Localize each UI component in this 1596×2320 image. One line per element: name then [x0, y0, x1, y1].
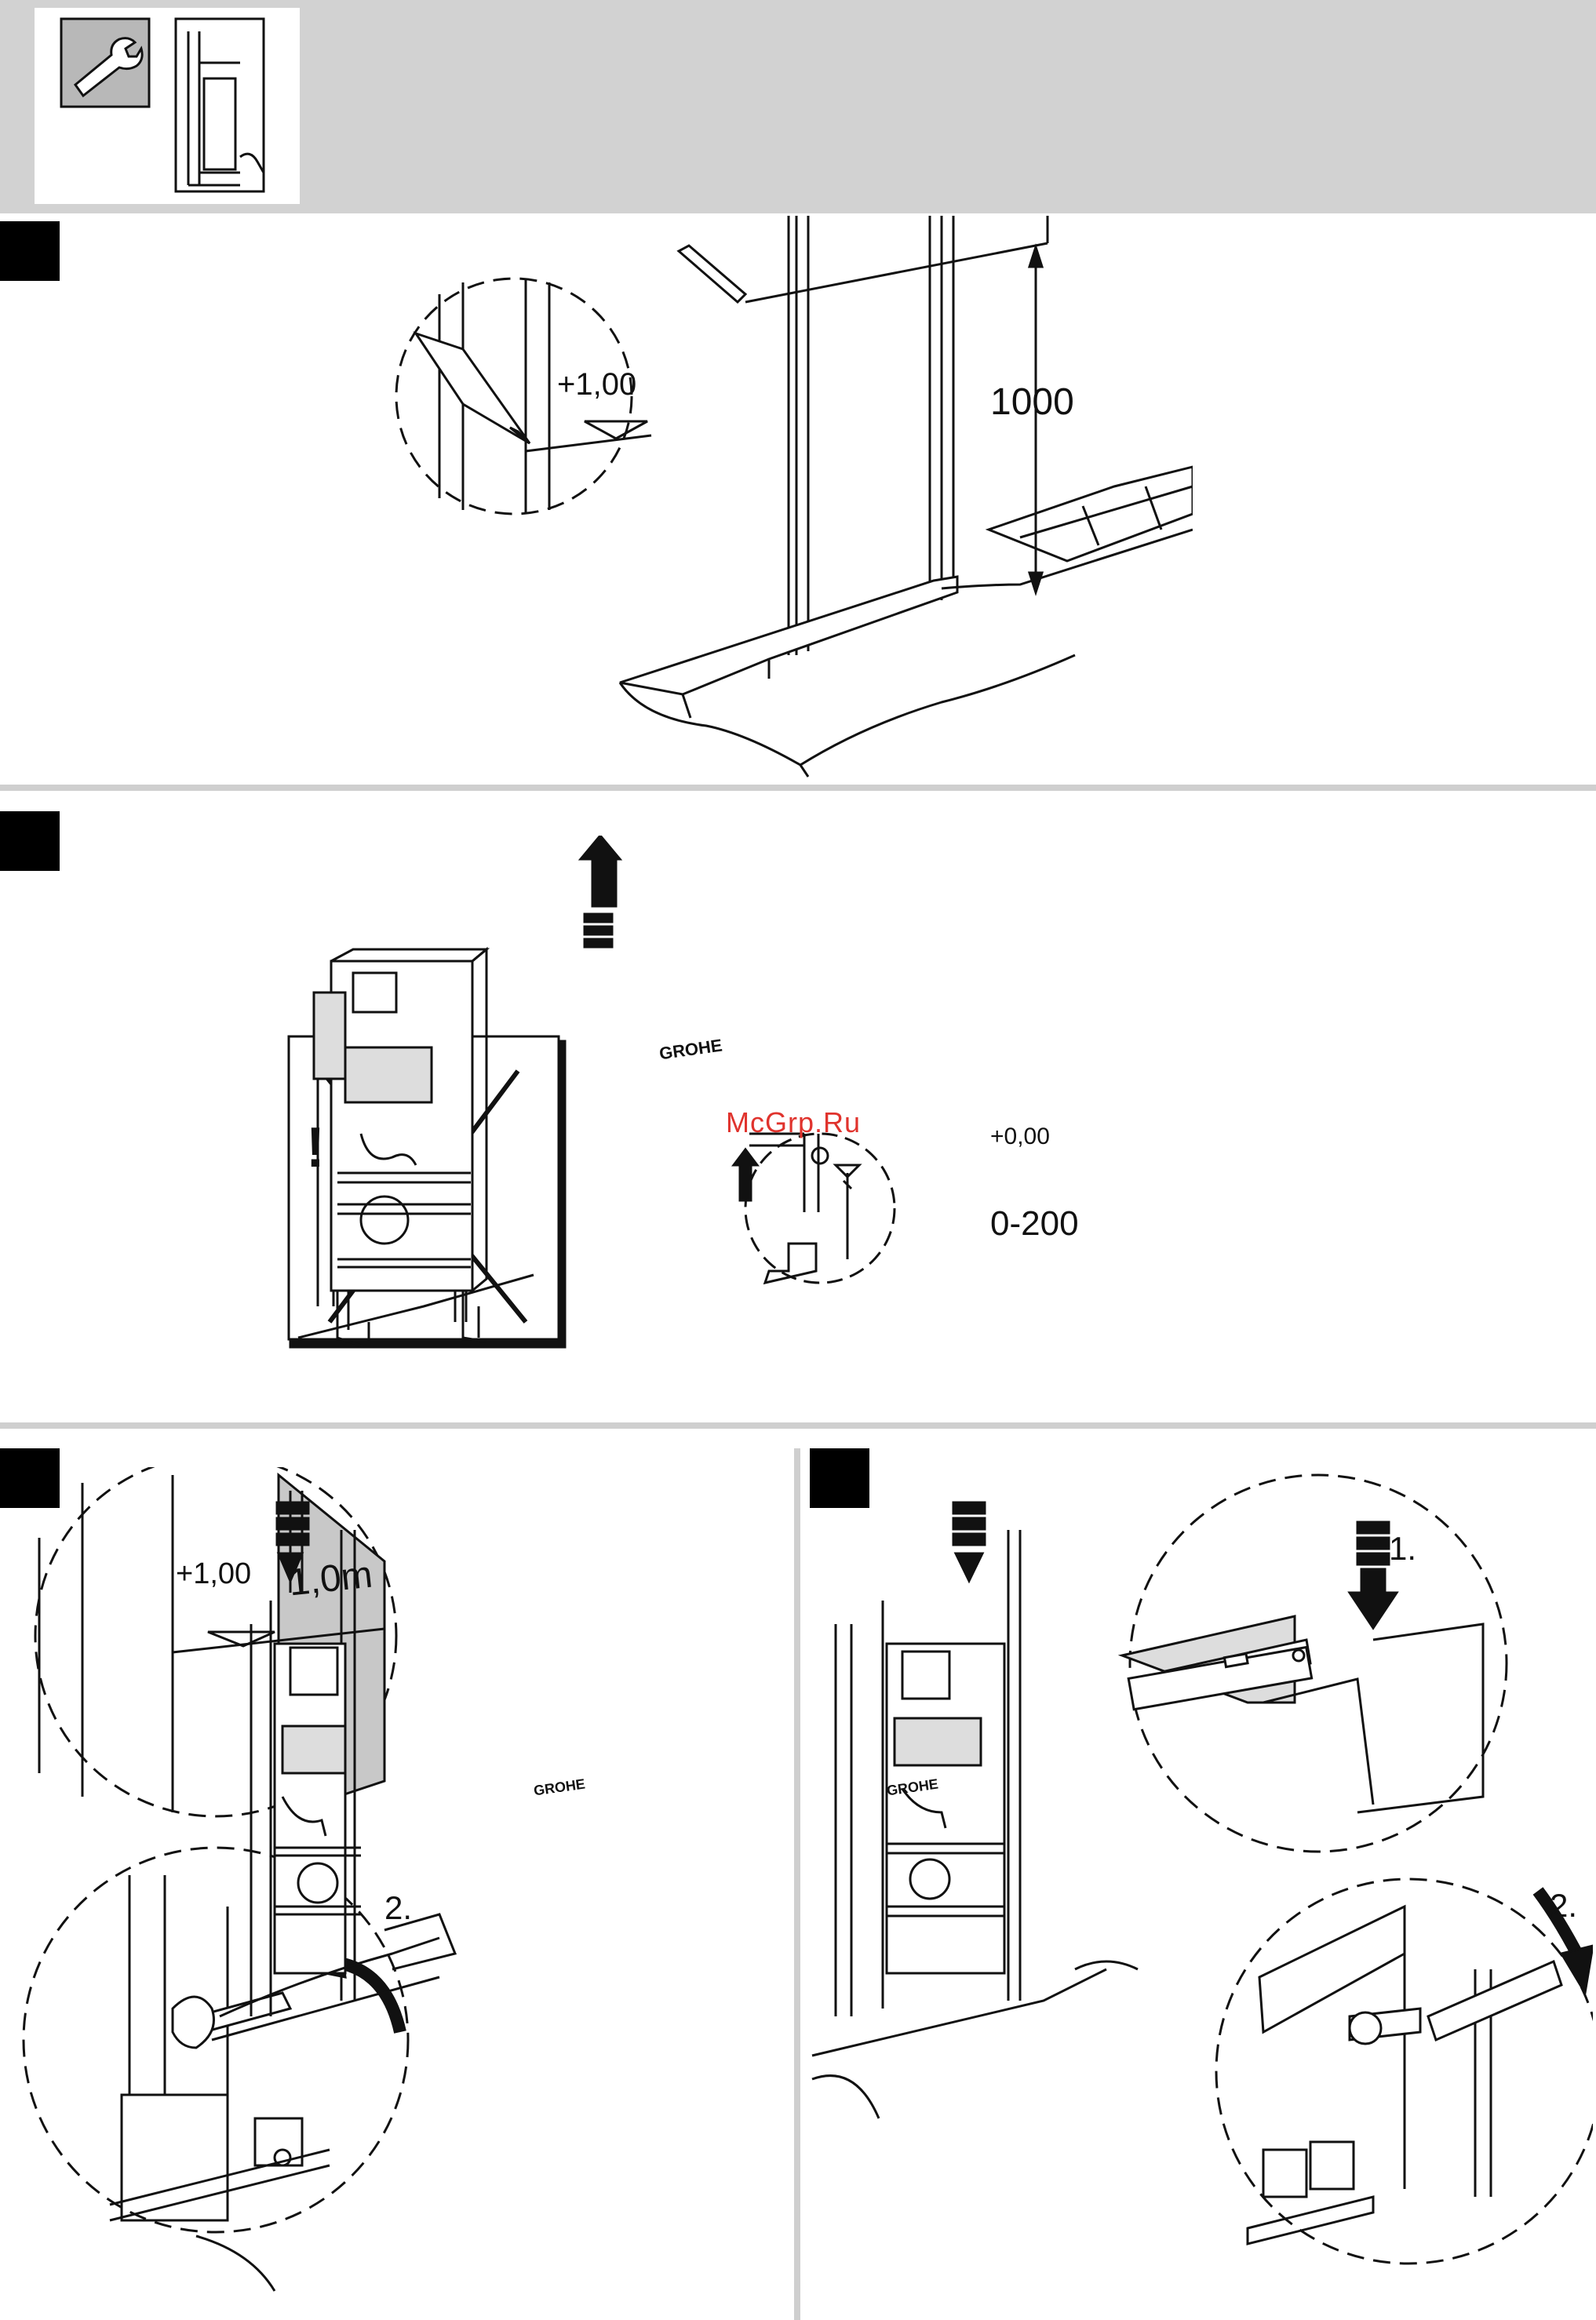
step-1-dimension-label: 1000	[990, 381, 1074, 424]
section-divider	[0, 785, 1596, 791]
wall-frame-icon	[176, 19, 264, 191]
spirit-level-callout	[1122, 1475, 1507, 1852]
column-divider	[794, 1448, 800, 2320]
step-1-illustration	[392, 216, 1193, 781]
watermark: McGrp.Ru	[726, 1106, 861, 1139]
frame-assembly	[298, 836, 620, 1346]
wrench-tighten-callout	[1216, 1879, 1593, 2264]
step-2-illustration	[282, 836, 1130, 1385]
step-4-order-label-1: 1.	[1389, 1530, 1416, 1568]
frame-assembly	[812, 1502, 1138, 2118]
step-2-marker	[0, 811, 60, 871]
step-4-order-label-2: 2.	[1550, 1887, 1577, 1925]
height-adjust-callout	[734, 1134, 895, 1283]
step-2-level-label: +0,00	[990, 1124, 1050, 1150]
step-1-level-label: +1,00	[557, 367, 636, 402]
wrench-icon	[61, 19, 149, 107]
step-4-illustration	[808, 1467, 1593, 2315]
warning-exclamation: !	[306, 1116, 325, 1180]
wall-mark-label: 1,0m	[286, 1553, 374, 1605]
floor-slab	[620, 467, 1193, 777]
header-icon-panel	[35, 8, 300, 204]
section-divider	[0, 1422, 1596, 1429]
step-1-marker	[0, 221, 60, 281]
step-3-level-label: +1,00	[176, 1557, 251, 1591]
step-3-order-label: 2.	[384, 1889, 412, 1927]
step-2-dimension-label: 0-200	[990, 1204, 1079, 1244]
